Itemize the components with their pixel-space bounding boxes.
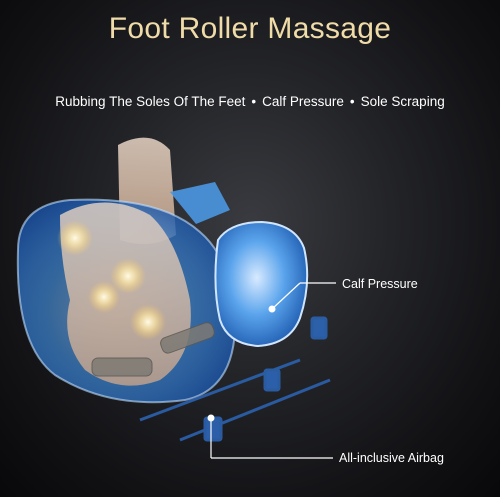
- feature-separator: •: [349, 94, 355, 109]
- callout-all-inclusive-airbag: All-inclusive Airbag: [339, 451, 444, 465]
- calf-airbag: [214, 220, 309, 348]
- foot-shape: [60, 202, 191, 386]
- base-frame: [139, 316, 331, 442]
- feature-item-scraping: Sole Scraping: [360, 94, 445, 109]
- feature-item-calf: Calf Pressure: [262, 94, 344, 109]
- feature-separator: •: [251, 94, 257, 109]
- page-title: Foot Roller Massage: [108, 12, 392, 45]
- feature-list: Rubbing The Soles Of The Feet • Calf Press…: [0, 94, 500, 109]
- feature-item-soles: Rubbing The Soles Of The Feet: [55, 94, 246, 109]
- callout-calf-pressure: Calf Pressure: [342, 277, 418, 291]
